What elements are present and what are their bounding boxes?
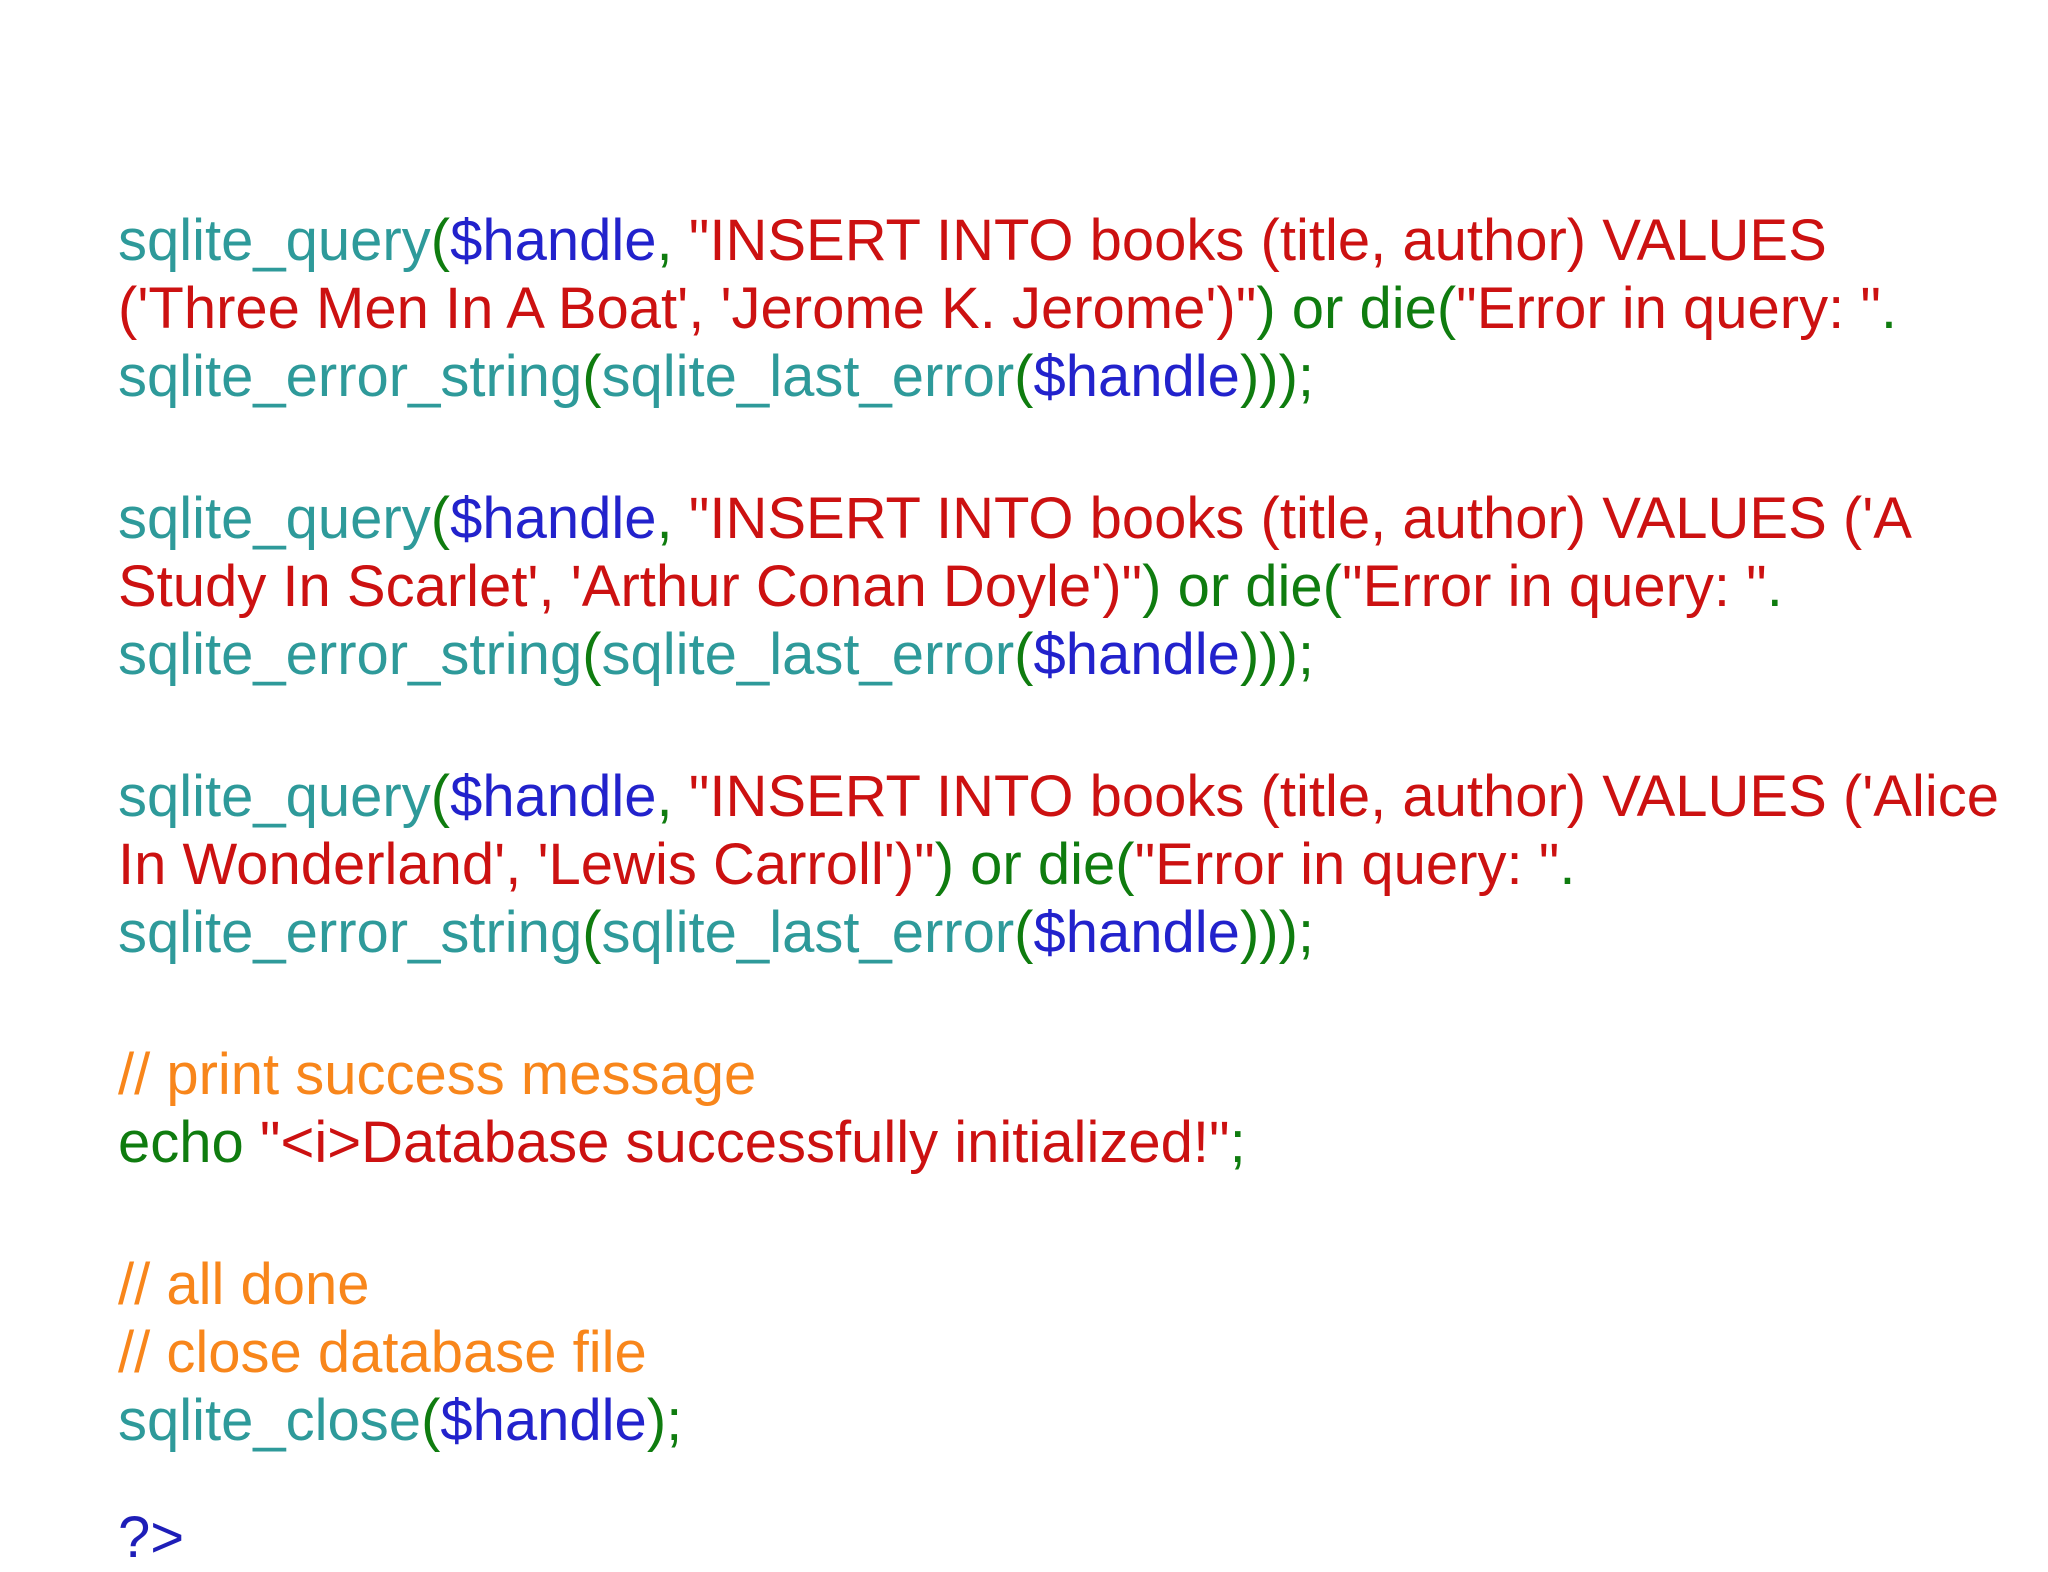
code-token-keyword: , bbox=[656, 486, 689, 551]
code-token-function: sqlite_last_error bbox=[601, 622, 1015, 687]
code-token-string: "Error in query: " bbox=[1134, 832, 1560, 897]
code-token-variable: $handle bbox=[1033, 622, 1240, 687]
code-token-variable: $handle bbox=[440, 1388, 647, 1453]
code-token-keyword: ( bbox=[1014, 900, 1034, 965]
code-token-keyword: ( bbox=[1014, 622, 1034, 687]
code-token-keyword: ( bbox=[1014, 344, 1034, 409]
code-line: In Wonderland', 'Lewis Carroll')") or di… bbox=[118, 831, 2028, 899]
code-token-keyword: echo bbox=[118, 1110, 260, 1175]
code-token-string: "Error in query: " bbox=[1456, 276, 1881, 341]
code-token-keyword: ) or die( bbox=[1142, 554, 1342, 619]
code-token-keyword: . bbox=[1559, 832, 1576, 897]
code-token-string: Study In Scarlet', 'Arthur Conan Doyle')… bbox=[118, 554, 1143, 619]
code-token-string: "INSERT INTO books (title, author) VALUE… bbox=[688, 764, 2000, 829]
code-token-variable: $handle bbox=[1033, 344, 1240, 409]
code-token-keyword: ))); bbox=[1239, 622, 1314, 687]
code-line: sqlite_error_string(sqlite_last_error($h… bbox=[118, 621, 2028, 689]
code-token-keyword: ))); bbox=[1239, 344, 1314, 409]
code-line: Study In Scarlet', 'Arthur Conan Doyle')… bbox=[118, 553, 2028, 621]
code-token-string: "Error in query: " bbox=[1341, 554, 1767, 619]
code-token-keyword: . bbox=[1766, 554, 1783, 619]
code-paragraph: sqlite_query($handle, "INSERT INTO books… bbox=[118, 485, 2028, 689]
code-line: ('Three Men In A Boat', 'Jerome K. Jerom… bbox=[118, 275, 2028, 343]
code-token-comment: // print success message bbox=[118, 1042, 757, 1107]
code-token-keyword: ( bbox=[582, 900, 602, 965]
code-token-keyword: ( bbox=[430, 208, 451, 273]
code-token-string: "INSERT INTO books (title, author) VALUE… bbox=[688, 208, 1827, 273]
code-token-keyword: ( bbox=[582, 622, 602, 687]
code-line: sqlite_close($handle); bbox=[118, 1387, 2028, 1455]
code-token-keyword: ( bbox=[582, 344, 602, 409]
code-token-keyword: . bbox=[1880, 276, 1898, 341]
code-token-function: sqlite_query bbox=[118, 208, 431, 273]
code-line: // close database file bbox=[118, 1319, 2028, 1387]
code-line: // all done bbox=[118, 1251, 2028, 1319]
code-line: sqlite_query($handle, "INSERT INTO books… bbox=[118, 485, 2028, 553]
code-token-comment: // close database file bbox=[118, 1320, 647, 1385]
code-token-function: sqlite_error_string bbox=[118, 344, 583, 409]
code-paragraph: sqlite_query($handle, "INSERT INTO books… bbox=[118, 763, 2028, 967]
code-paragraph: sqlite_query($handle, "INSERT INTO books… bbox=[118, 207, 2028, 411]
code-token-keyword: ( bbox=[421, 1388, 441, 1453]
code-token-keyword: ; bbox=[1229, 1110, 1246, 1175]
code-line: echo "<i>Database successfully initializ… bbox=[118, 1109, 2028, 1177]
code-token-string: In Wonderland', 'Lewis Carroll')" bbox=[118, 832, 935, 897]
code-token-variable: $handle bbox=[450, 764, 657, 829]
code-line: sqlite_error_string(sqlite_last_error($h… bbox=[118, 343, 2028, 411]
code-token-keyword: ( bbox=[430, 764, 451, 829]
code-token-function: sqlite_close bbox=[118, 1388, 422, 1453]
code-token-keyword: ( bbox=[430, 486, 451, 551]
code-line: sqlite_error_string(sqlite_last_error($h… bbox=[118, 899, 2028, 967]
code-token-keyword: ))); bbox=[1239, 900, 1314, 965]
code-paragraph: ?> bbox=[118, 1504, 2028, 1572]
code-token-function: sqlite_last_error bbox=[601, 900, 1015, 965]
code-token-comment: // all done bbox=[118, 1252, 370, 1317]
code-token-function: sqlite_query bbox=[118, 764, 431, 829]
code-line: ?> bbox=[118, 1504, 2028, 1572]
code-token-string: ('Three Men In A Boat', 'Jerome K. Jerom… bbox=[118, 276, 1257, 341]
code-token-keyword: , bbox=[656, 764, 689, 829]
code-line: sqlite_query($handle, "INSERT INTO books… bbox=[118, 763, 2028, 831]
code-token-string: "<i>Database successfully initialized!" bbox=[259, 1110, 1230, 1175]
code-token-keyword: ) or die( bbox=[1256, 276, 1457, 341]
code-token-tag: ?> bbox=[118, 1505, 185, 1570]
code-token-keyword: , bbox=[656, 208, 689, 273]
code-token-variable: $handle bbox=[450, 486, 657, 551]
code-token-function: sqlite_last_error bbox=[601, 344, 1015, 409]
code-line: // print success message bbox=[118, 1041, 2028, 1109]
code-token-keyword: ) or die( bbox=[934, 832, 1135, 897]
code-line: sqlite_query($handle, "INSERT INTO books… bbox=[118, 207, 2028, 275]
code-token-function: sqlite_query bbox=[118, 486, 431, 551]
code-token-variable: $handle bbox=[1033, 900, 1240, 965]
code-token-keyword: ); bbox=[646, 1388, 683, 1453]
code-token-function: sqlite_error_string bbox=[118, 622, 583, 687]
code-token-variable: $handle bbox=[450, 208, 657, 273]
code-token-function: sqlite_error_string bbox=[118, 900, 583, 965]
code-token-string: "INSERT INTO books (title, author) VALUE… bbox=[688, 486, 1912, 551]
